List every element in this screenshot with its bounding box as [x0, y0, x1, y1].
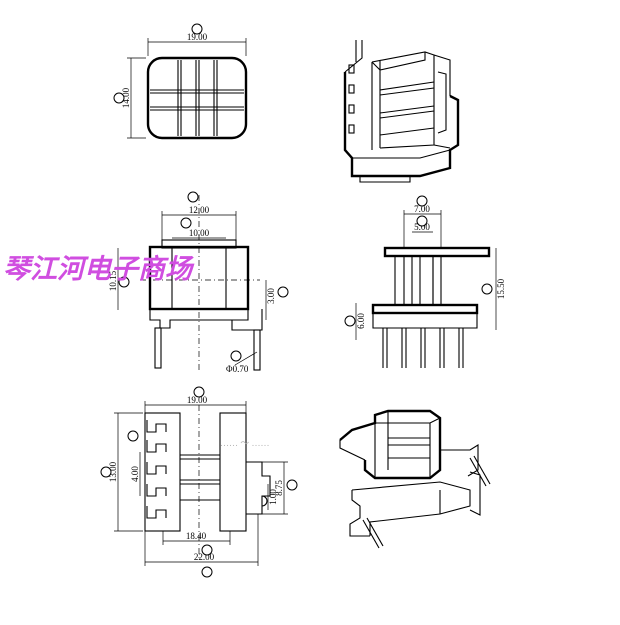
callout-bubble: [201, 566, 213, 578]
callout-bubble: [187, 191, 199, 203]
side-view-height-dim: 15.50: [496, 278, 506, 299]
bottom-view-pitch-dim: 4.00: [130, 466, 140, 482]
front-view: 12.00 10.00 10.15 3.00 Φ0.70: [108, 191, 289, 374]
callout-bubble: [193, 386, 205, 398]
callout-bubble: [286, 479, 298, 491]
iso-bottom-body-outline: [339, 409, 442, 480]
isometric-view-top: [343, 40, 460, 183]
top-view-width-dim: 19.00: [187, 32, 208, 42]
front-view-pin-dim: Φ0.70: [226, 364, 249, 374]
faint-watermark: …… ～ ……: [220, 438, 270, 448]
side-view-bottom-flange: [371, 303, 479, 315]
bottom-view: 19.00 13.00 4.00 8.75 1.00 18.40 22.00 ……: [100, 386, 298, 578]
isometric-view-bottom: [339, 409, 491, 549]
bottom-view-bottom-dim-2: 22.00: [194, 552, 215, 562]
iso-body-outline: [343, 72, 460, 178]
shop-watermark: 琴江河电子商场: [3, 254, 195, 284]
bottom-view-bottom-dim-1: 18.40: [186, 531, 207, 541]
side-view-top-dim-1: 7.00: [414, 204, 430, 214]
front-view-height-dim: 10.15: [108, 270, 118, 291]
front-view-inner-dim: 10.00: [189, 228, 210, 238]
callout-bubble: [416, 215, 428, 227]
callout-bubble: [100, 466, 112, 478]
callout-bubble: [201, 544, 213, 556]
side-view-left-dim: 6.00: [356, 313, 366, 329]
front-view-right-dim: 3.00: [266, 288, 276, 304]
side-view-top-dim-2: 5.00: [414, 222, 430, 232]
bottom-view-top-dim: 19.00: [187, 395, 208, 405]
callout-bubble: [127, 430, 139, 442]
top-view-outline: [146, 56, 248, 140]
top-view: 19.00 14.00: [113, 23, 248, 140]
side-view-top-flange: [383, 246, 491, 258]
callout-bubble: [118, 276, 130, 288]
front-view-top-dim: 12.00: [189, 205, 210, 215]
callout-bubble: [180, 217, 192, 229]
bottom-view-right-dim-1: 8.75: [274, 480, 284, 496]
callout-bubble: [191, 23, 203, 35]
bottom-view-right-dim-2: 1.00: [268, 489, 278, 505]
callout-bubble: [344, 315, 356, 327]
callout-bubble: [230, 350, 242, 362]
callout-bubble: [113, 92, 125, 104]
top-view-height-dim: 14.00: [121, 87, 131, 108]
bottom-view-height-dim: 13.00: [108, 461, 118, 482]
callout-bubble: [277, 286, 289, 298]
callout-bubble: [416, 195, 428, 207]
side-view: 7.00 5.00 15.50 6.00: [344, 195, 506, 368]
callout-bubble: [481, 283, 493, 295]
